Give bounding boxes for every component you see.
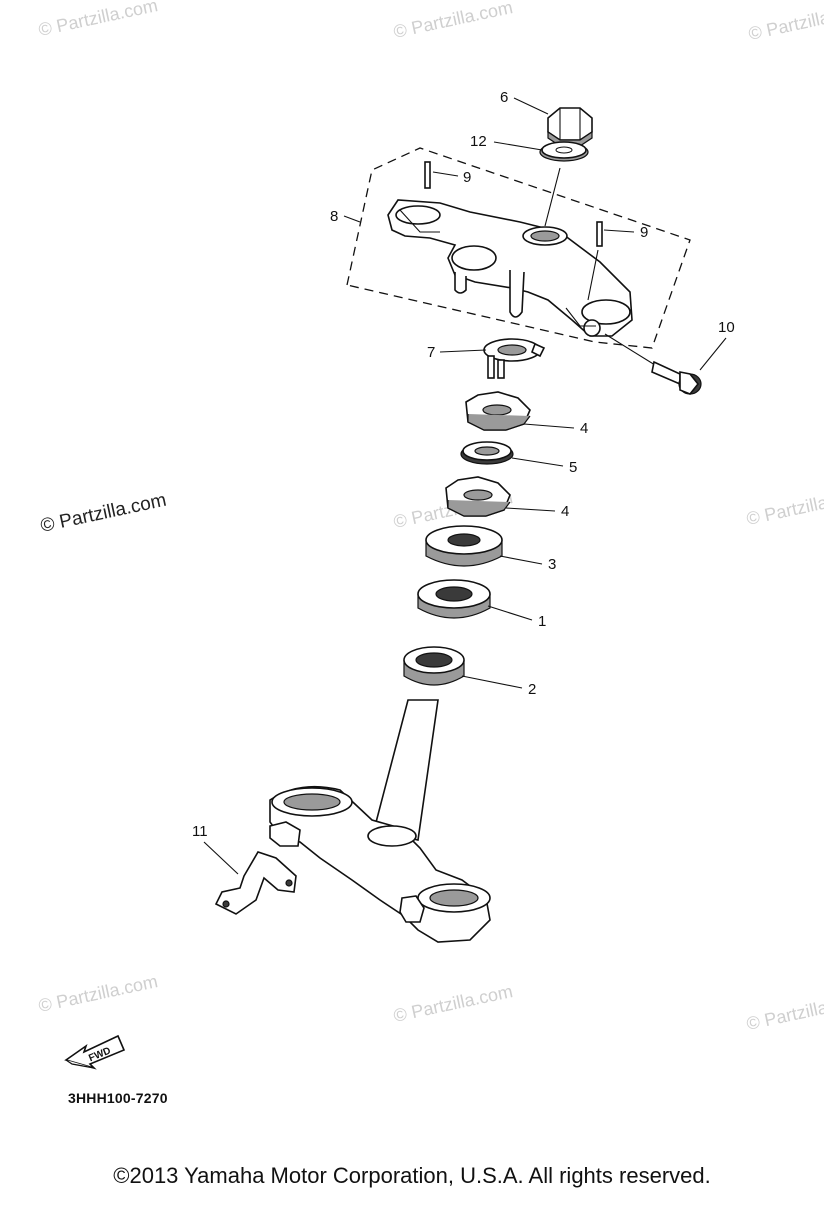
watermark: © Partzilla.com (745, 989, 824, 1034)
watermark: © Partzilla.com (37, 971, 160, 1016)
callout-7: 6 (500, 89, 508, 106)
watermark: © Partzilla.com (747, 0, 824, 44)
callout-11: 11 (192, 823, 208, 840)
callout-9: 9 (640, 224, 648, 241)
callout-10: 10 (718, 319, 735, 336)
watermark: © Partzilla.com (37, 0, 160, 40)
steering-stem-lower-bracket (269, 699, 491, 943)
part-2-bearing (403, 646, 465, 686)
fwd-arrow-icon: FWD (64, 1034, 126, 1070)
watermark: © Partzilla.com (392, 0, 515, 42)
callout-1: 1 (538, 613, 546, 630)
callout-2: 2 (528, 681, 536, 698)
part-9-pin (424, 161, 431, 189)
callout-4: 4 (561, 503, 569, 520)
upper-bracket (387, 199, 633, 337)
diagram-code: 3HHH100-7270 (68, 1090, 168, 1106)
part-7-nut (547, 107, 593, 147)
callout-5: 5 (569, 459, 577, 476)
watermark: © Partzilla.com (392, 981, 515, 1026)
watermark-dark: © Partzilla.com (39, 490, 169, 537)
part-6-lock-washer (483, 338, 546, 379)
callout-4: 4 (580, 420, 588, 437)
callout-9: 9 (463, 169, 471, 186)
part-1-bearing (417, 579, 491, 619)
part-10-bolt (604, 333, 702, 395)
part-5-washer (460, 441, 514, 465)
callout-3: 3 (548, 556, 556, 573)
copyright-notice: ©2013 Yamaha Motor Corporation, U.S.A. A… (113, 1163, 711, 1188)
assembly-8-outline (346, 147, 691, 349)
watermark: © Partzilla.com (745, 484, 824, 529)
part-9-pin (596, 221, 603, 247)
callout-12: 12 (470, 133, 487, 150)
callout-8: 8 (330, 208, 338, 225)
part-4-ring-nut (465, 391, 531, 431)
part-4-ring-nut (445, 476, 511, 517)
callout-6: 7 (427, 344, 435, 361)
part-12-washer (539, 141, 589, 162)
part-11-bracket (214, 851, 297, 915)
part-3-dust-seal (425, 525, 503, 567)
